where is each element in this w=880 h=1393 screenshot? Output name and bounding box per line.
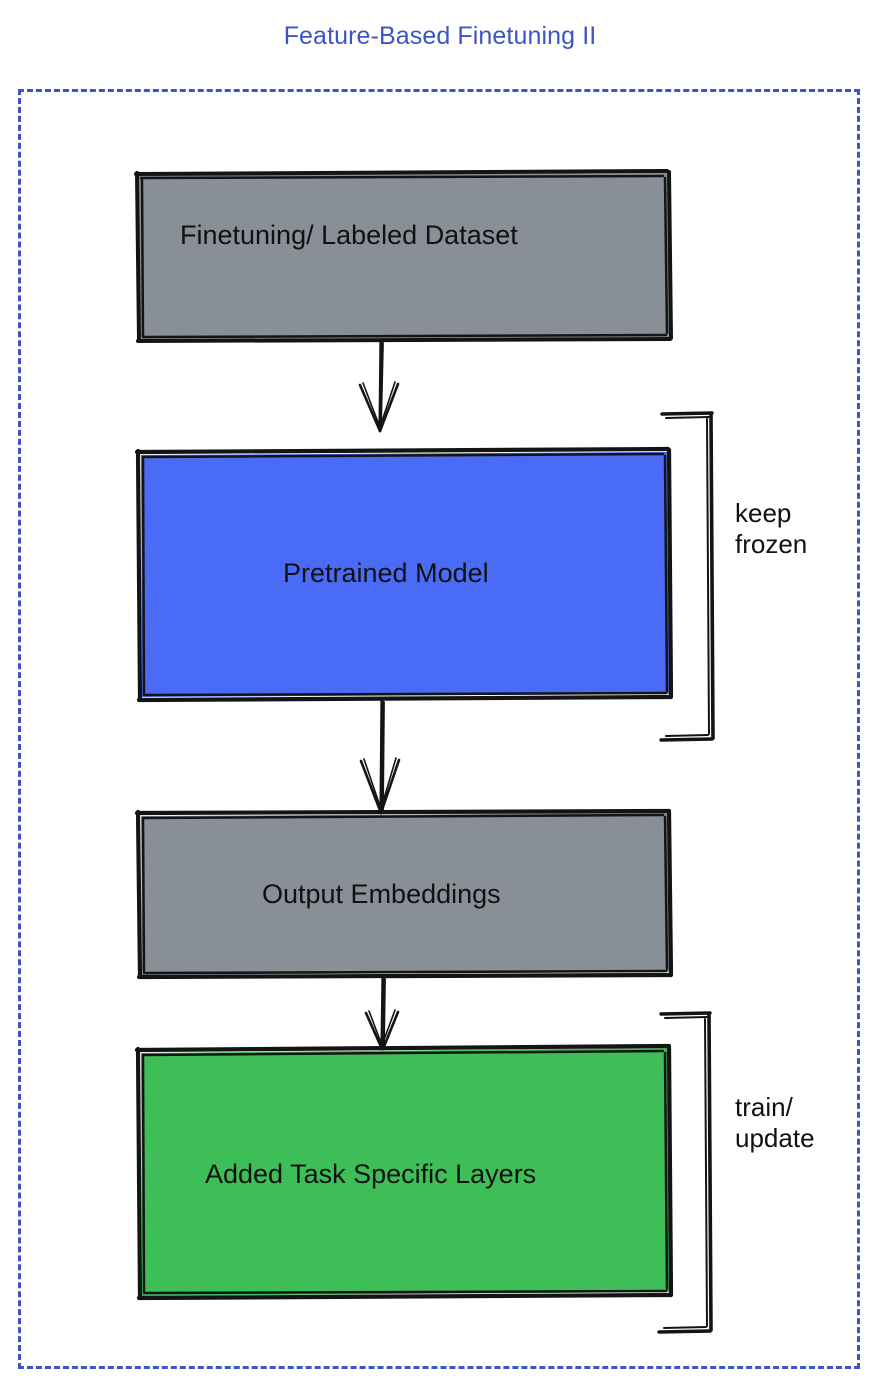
page-title: Feature-Based Finetuning II: [283, 22, 597, 50]
annotation-keep-frozen-label: keep frozen: [735, 498, 808, 559]
diagram-frame: [18, 89, 860, 1369]
annotation-train-update-label: train/ update: [735, 1092, 815, 1153]
